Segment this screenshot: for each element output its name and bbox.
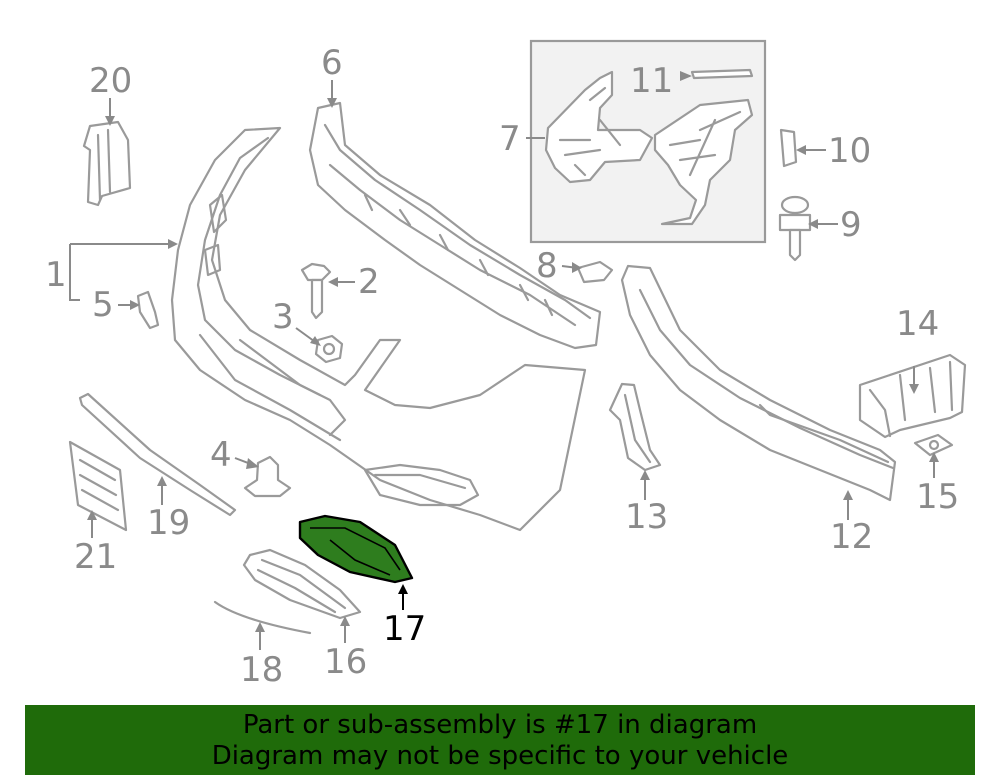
callout-15: 15 xyxy=(916,477,959,517)
callout-12: 12 xyxy=(830,517,873,557)
leader-lines xyxy=(69,71,939,650)
part-14-bracket xyxy=(858,353,967,439)
callout-21: 21 xyxy=(74,537,117,577)
part-16-grille xyxy=(242,548,362,620)
callout-3: 3 xyxy=(272,297,294,337)
callout-6: 6 xyxy=(321,43,343,83)
parts-diagram: 1 2 3 4 5 6 7 8 9 10 11 12 13 14 15 16 1… xyxy=(45,39,967,690)
callout-7: 7 xyxy=(499,119,521,159)
callout-13: 13 xyxy=(625,497,668,537)
part-4-plug xyxy=(243,455,292,498)
part-12-beam xyxy=(620,264,897,502)
callout-numbers: 1 2 3 4 5 6 7 8 9 10 11 12 13 14 15 16 1… xyxy=(45,43,959,690)
callout-14: 14 xyxy=(896,304,939,344)
callout-19: 19 xyxy=(147,503,190,543)
part-1-bumper-cover xyxy=(170,126,587,532)
banner-line-1: Part or sub-assembly is #17 in diagram xyxy=(242,710,758,740)
part-17-highlighted xyxy=(298,514,414,584)
part-8-clip xyxy=(576,260,614,284)
callout-1: 1 xyxy=(45,255,67,295)
callout-16: 16 xyxy=(324,642,367,682)
part-15-plate xyxy=(913,433,954,457)
part-21-plate-bracket xyxy=(68,440,128,532)
part-19-strip xyxy=(78,392,237,517)
part-2-bolt xyxy=(300,262,332,320)
part-7-brackets xyxy=(544,70,754,226)
callout-9: 9 xyxy=(840,205,862,245)
part-6-absorber xyxy=(308,101,602,350)
callout-4: 4 xyxy=(210,435,232,475)
part-13-bracket xyxy=(608,382,662,472)
part-9-rivet xyxy=(778,195,812,262)
callout-10: 10 xyxy=(828,131,871,171)
callout-2: 2 xyxy=(358,262,380,302)
part-20 xyxy=(82,120,132,207)
callout-17: 17 xyxy=(383,609,426,649)
callout-5: 5 xyxy=(92,285,114,325)
part-11-strip xyxy=(690,68,754,80)
part-10-clip xyxy=(779,128,798,168)
info-banner: Part or sub-assembly is #17 in diagram D… xyxy=(25,705,975,775)
part-18-trim xyxy=(213,600,312,635)
banner-line-2: Diagram may not be specific to your vehi… xyxy=(211,741,789,771)
callout-20: 20 xyxy=(89,61,132,101)
part-3-nut xyxy=(314,334,344,364)
callout-11: 11 xyxy=(630,61,673,101)
part-5-clip xyxy=(136,290,160,330)
callout-18: 18 xyxy=(240,650,283,690)
callout-8: 8 xyxy=(536,246,558,286)
